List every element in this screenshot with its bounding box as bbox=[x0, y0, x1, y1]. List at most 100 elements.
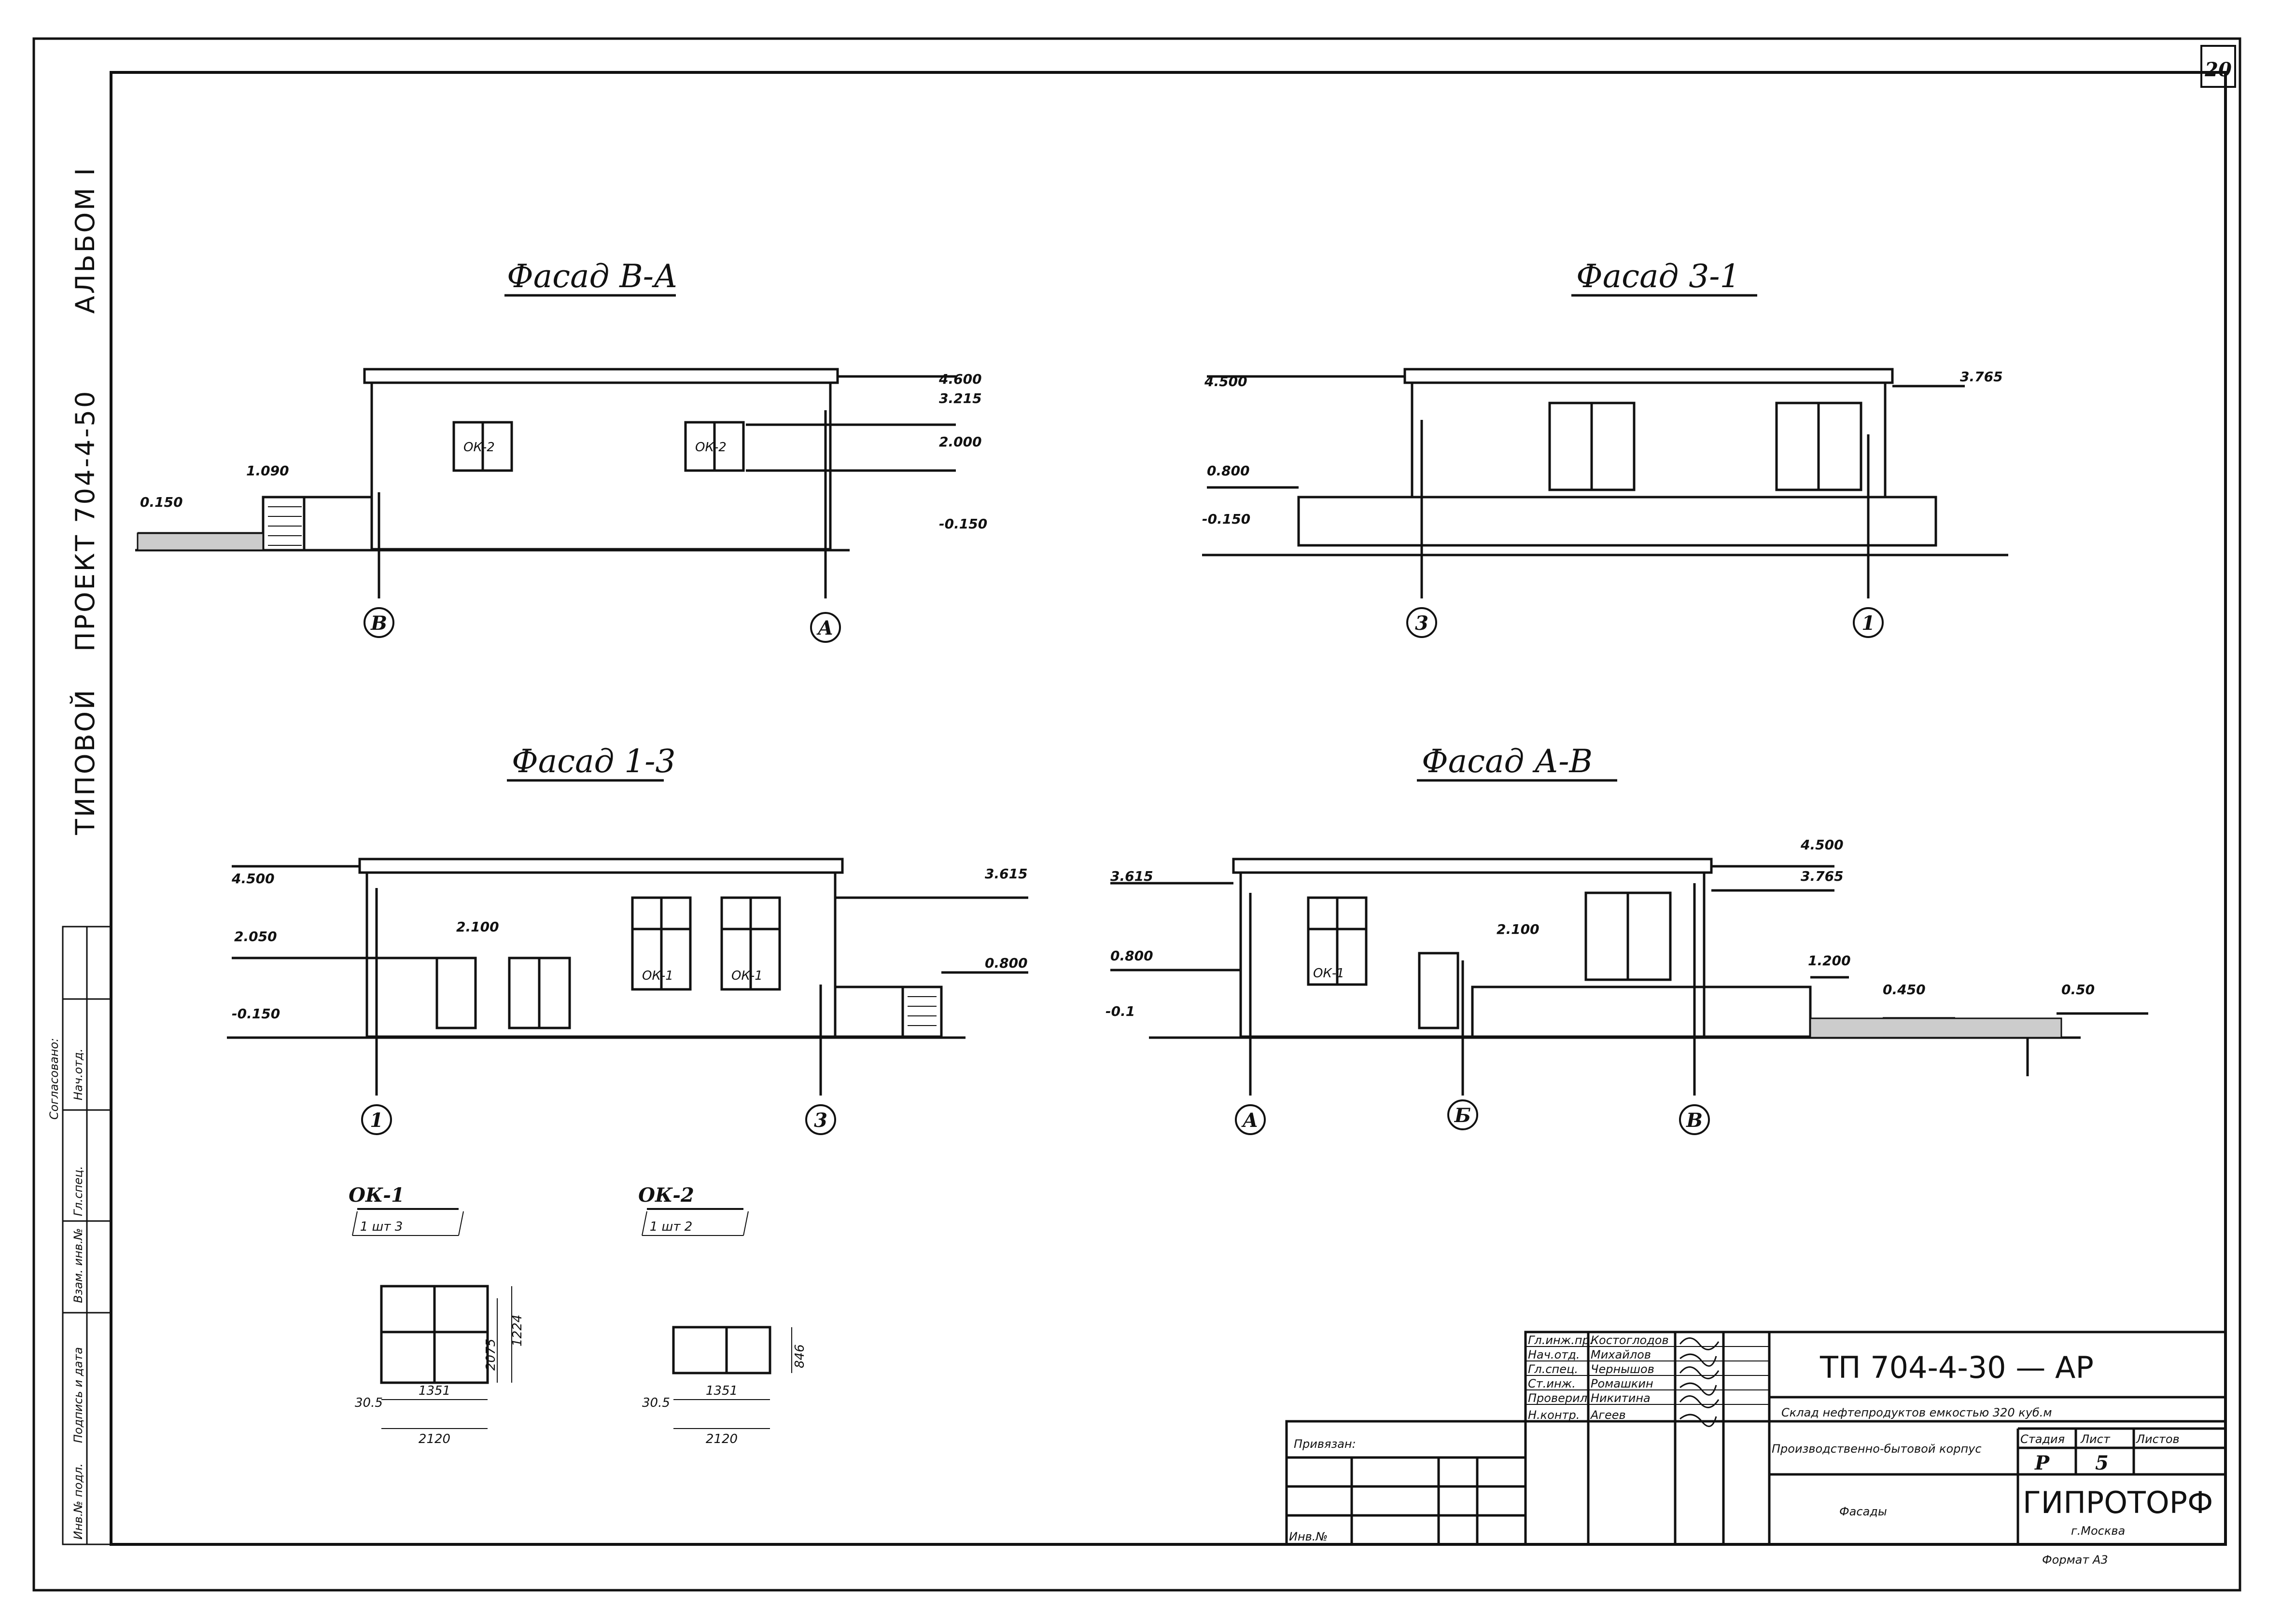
window-ok-1: ОК-1 1 шт 3 1351 2120 30.5 2075 1224 bbox=[349, 1184, 525, 1446]
axis-label: 1 bbox=[1861, 612, 1875, 635]
level-mark: 3.215 bbox=[939, 390, 982, 406]
sheet-number: 20 bbox=[2204, 58, 2232, 81]
axis-label: 3 bbox=[814, 1109, 827, 1132]
side-stamp-agreed: Согласовано: bbox=[47, 1038, 61, 1120]
level-mark: 1.090 bbox=[246, 463, 289, 479]
level-mark: 3.765 bbox=[1801, 868, 1844, 884]
facade-title: Фасад 1-3 bbox=[512, 743, 676, 780]
axis-label: В bbox=[370, 612, 387, 635]
inventory-label: Инв.№ bbox=[1289, 1530, 1328, 1543]
person-name: Костоглодов bbox=[1591, 1333, 1669, 1347]
side-label-project: ПРОЕКТ 704-4-50 bbox=[70, 389, 100, 652]
organization: ГИПРОТОРФ bbox=[2023, 1485, 2213, 1520]
sheet-name: Фасады bbox=[1839, 1505, 1887, 1518]
level-mark: 2.100 bbox=[1497, 921, 1539, 937]
window-mark: ОК-2 bbox=[695, 440, 727, 455]
axis-label: Б bbox=[1454, 1104, 1471, 1127]
level-mark: -0.150 bbox=[1202, 511, 1250, 527]
window-dimension: 2075 bbox=[484, 1339, 498, 1371]
sheets-header: Листов bbox=[2136, 1432, 2180, 1446]
role-label: Ст.инж. bbox=[1528, 1377, 1576, 1390]
role-label: Нач.отд. bbox=[1528, 1348, 1580, 1361]
object-name: Склад нефтепродуктов емкостью 320 куб.м bbox=[1781, 1406, 2052, 1419]
level-mark: 2.050 bbox=[234, 929, 277, 944]
level-mark: 4.500 bbox=[1800, 837, 1844, 853]
window-dimension: 2120 bbox=[706, 1432, 738, 1446]
window-mark: ОК-1 bbox=[1313, 966, 1344, 981]
stage-value: Р bbox=[2034, 1452, 2050, 1474]
side-stamp-row: Подпись и дата bbox=[71, 1347, 85, 1443]
level-mark: 2.000 bbox=[939, 434, 982, 450]
level-mark: 3.615 bbox=[985, 866, 1028, 882]
person-name: Ромашкин bbox=[1591, 1377, 1653, 1390]
side-stamp-row: Нач.отд. bbox=[71, 1049, 85, 1100]
level-mark: 0.800 bbox=[1207, 463, 1250, 479]
facade-title: Фасад А-В bbox=[1422, 743, 1593, 780]
person-name: Михайлов bbox=[1591, 1348, 1651, 1361]
facade-b-a: Фасад В-А ОК-2 ОК-2 4.600 3. bbox=[135, 258, 987, 643]
person-name: Чернышов bbox=[1591, 1362, 1654, 1376]
level-mark: 0.800 bbox=[1110, 948, 1153, 964]
level-mark: 0.150 bbox=[140, 494, 183, 510]
person-name: Агеев bbox=[1590, 1408, 1626, 1422]
level-mark: 4.600 bbox=[938, 371, 982, 387]
level-mark: -0.150 bbox=[939, 516, 987, 532]
role-label: Гл.инж.пр. bbox=[1528, 1333, 1593, 1347]
window-dimension: 30.5 bbox=[642, 1396, 670, 1410]
window-dimension: 846 bbox=[793, 1344, 807, 1368]
level-mark: 0.800 bbox=[985, 955, 1028, 971]
window-mark: ОК-2 bbox=[463, 440, 495, 455]
level-mark: 0.50 bbox=[2061, 982, 2095, 998]
window-mark: ОК-1 bbox=[731, 969, 763, 983]
window-count: 1 шт 3 bbox=[360, 1220, 403, 1234]
window-name: ОК-2 bbox=[638, 1184, 694, 1207]
stage-header: Стадия bbox=[2020, 1432, 2065, 1446]
city: г.Москва bbox=[2071, 1524, 2125, 1538]
facade-3-1: Фасад 3-1 4.500 3.765 0.800 -0.150 3 1 bbox=[1202, 258, 2008, 638]
level-mark: -0.1 bbox=[1106, 1003, 1135, 1019]
facade-1-3: Фасад 1-3 ОК-1 bbox=[227, 743, 1028, 1135]
axis-label: 1 bbox=[370, 1109, 383, 1132]
side-label-album: АЛЬБОМ I bbox=[70, 166, 100, 314]
axis-label: А bbox=[816, 617, 834, 639]
side-label-typical: ТИПОВОЙ bbox=[70, 688, 100, 835]
side-stamp-row: Гл.спец. bbox=[71, 1166, 85, 1216]
project-code: ТП 704-4-30 — АР bbox=[1819, 1350, 2094, 1385]
facade-title: Фасад 3-1 bbox=[1576, 258, 1740, 295]
window-dimension: 1224 bbox=[510, 1315, 525, 1346]
level-mark: 4.500 bbox=[231, 871, 275, 887]
axis-label: 3 bbox=[1415, 612, 1428, 635]
side-label: ТИПОВОЙ ПРОЕКТ 704-4-50 АЛЬБОМ I bbox=[70, 166, 100, 835]
signatures bbox=[1679, 1337, 1720, 1427]
building-name: Производственно-бытовой корпус bbox=[1772, 1442, 1982, 1456]
level-mark: 3.615 bbox=[1110, 868, 1153, 884]
window-name: ОК-1 bbox=[349, 1184, 405, 1207]
binding-label: Привязан: bbox=[1294, 1437, 1356, 1451]
side-stamp-row: Инв.№ подл. bbox=[71, 1463, 85, 1540]
window-mark: ОК-1 bbox=[642, 969, 673, 983]
role-label: Н.контр. bbox=[1528, 1408, 1580, 1422]
window-dimension: 1351 bbox=[706, 1384, 738, 1398]
role-label: Гл.спец. bbox=[1528, 1362, 1578, 1376]
level-mark: 4.500 bbox=[1204, 374, 1247, 389]
window-dimension: 30.5 bbox=[355, 1396, 383, 1410]
level-mark: 3.765 bbox=[1960, 369, 2003, 385]
window-dimension: 1351 bbox=[419, 1384, 450, 1398]
sheet-header: Лист bbox=[2080, 1432, 2111, 1446]
sheet-value: 5 bbox=[2095, 1452, 2109, 1474]
level-mark: 1.200 bbox=[1808, 953, 1851, 969]
side-stamp bbox=[62, 926, 112, 1545]
axis-label: А bbox=[1241, 1109, 1259, 1132]
facade-title: Фасад В-А bbox=[507, 258, 678, 295]
facade-a-b: Фасад А-В ОК-1 4.500 bbox=[1106, 743, 2148, 1135]
window-ok-2: ОК-2 1 шт 2 1351 2120 30.5 846 bbox=[638, 1184, 807, 1446]
level-mark: -0.150 bbox=[232, 1006, 280, 1022]
title-block-grid bbox=[1525, 1346, 1769, 1422]
level-mark: 2.100 bbox=[456, 919, 499, 935]
side-stamp-row: Взам. инв.№ bbox=[71, 1228, 85, 1303]
window-count: 1 шт 2 bbox=[650, 1220, 693, 1234]
paper-format: Формат А3 bbox=[2042, 1553, 2108, 1567]
person-name: Никитина bbox=[1591, 1391, 1651, 1405]
axis-label: В bbox=[1686, 1109, 1703, 1132]
